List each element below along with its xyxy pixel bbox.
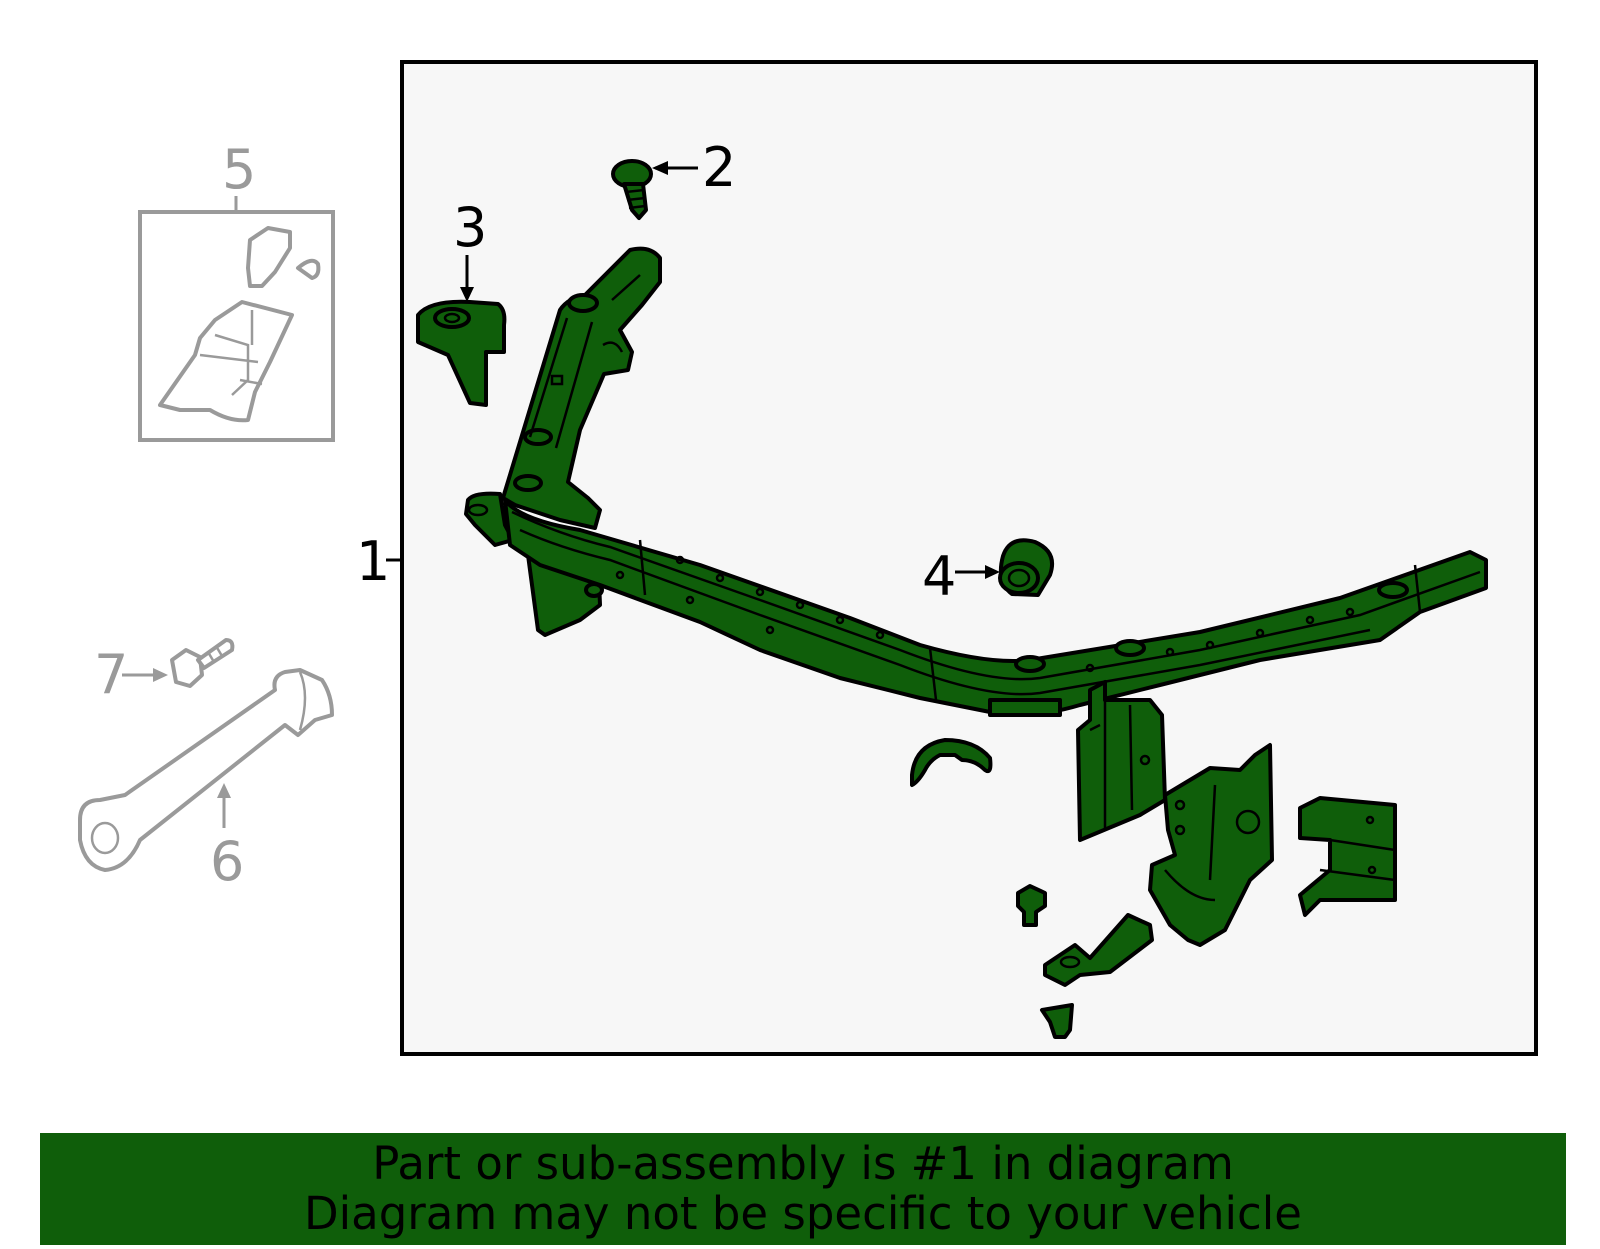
- notice-line-1: Part or sub-assembly is #1 in diagram: [372, 1137, 1234, 1190]
- callout-2: 2: [702, 136, 736, 199]
- callout-6: 6: [210, 830, 244, 893]
- radiator-support-part-1[interactable]: [464, 246, 1488, 1039]
- bracket-part-3[interactable]: [416, 299, 507, 407]
- air-guide-part-5[interactable]: [158, 226, 321, 423]
- callout-4: 4: [922, 545, 956, 608]
- notice-line-2: Diagram may not be specific to your vehi…: [304, 1187, 1302, 1240]
- callout-3: 3: [453, 196, 487, 259]
- notice-banner: Part or sub-assembly is #1 in diagram Di…: [40, 1133, 1566, 1245]
- support-rod-part-6[interactable]: [78, 668, 334, 872]
- callout-6-arrowhead: [217, 783, 231, 798]
- bolt-part-7[interactable]: [170, 638, 235, 688]
- callout-7-arrowhead: [153, 668, 168, 682]
- callout-3-arrowhead: [460, 287, 474, 302]
- callout-2-arrowhead: [652, 161, 668, 175]
- callout-4-arrowhead: [985, 565, 1000, 579]
- grommet-part-4[interactable]: [998, 538, 1055, 597]
- screw-part-2[interactable]: [611, 159, 653, 220]
- callout-1: 1: [356, 530, 390, 593]
- callout-5: 5: [222, 138, 256, 201]
